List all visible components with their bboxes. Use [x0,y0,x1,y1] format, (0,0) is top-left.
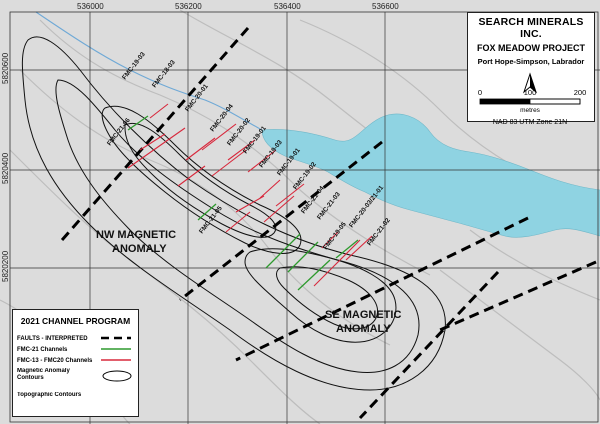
scale-bar [479,98,581,105]
projection-label: NAD 83 UTM Zone 21N [493,119,567,126]
legend-items: FAULTS - INTERPRETED FMC-21 Channels FMC… [17,336,132,398]
stream [35,11,263,131]
legend-faults-label: FAULTS - INTERPRETED [17,336,88,342]
northing-label-1: 5820600 [1,52,10,84]
north-arrow-icon [522,72,538,94]
faults-interpreted [60,27,597,420]
lake [261,113,600,238]
scale-tick-200: 200 [574,88,587,97]
scale-tick-0: 0 [478,88,482,97]
company-name: SEARCH MINERALS INC. [478,16,584,40]
scale-and-north: 0 100 200 metres NAD 83 UTM Zone 21N [478,72,587,126]
legend-fmc13-label: FMC-13 - FMC20 Channels [17,358,93,364]
project-name: FOX MEADOW PROJECT [476,43,585,53]
legend-magnetic-wrap: Magnetic Anomaly Contours [17,368,70,381]
legend-title: 2021 CHANNEL PROGRAM [20,316,131,326]
northing-label-2: 5820400 [1,152,10,184]
easting-label-4: 536600 [372,2,399,11]
project-location: Port Hope-Simpson, Labrador [477,57,585,66]
easting-label-3: 536400 [274,2,301,11]
fmc21-channels [127,115,359,291]
scale-unit: metres [520,107,541,114]
legend-magnetic-swatch [102,370,132,382]
fmc13-20-channels [127,103,373,287]
easting-label-1: 536000 [77,2,104,11]
nw-anomaly-label-line2: ANOMALY [112,243,167,255]
legend-topographic-label: Topographic Contours [17,392,82,398]
se-anomaly-label-line1: SE MAGNETIC [325,309,401,321]
se-anomaly-label-line2: ANOMALY [336,323,391,335]
map-frame [9,11,599,423]
nw-anomaly-label-line1: NW MAGNETIC [96,229,176,241]
legend-topographic-wrap: Topographic Contours [17,392,82,398]
legend-fmc21-label: FMC-21 Channels [17,347,68,353]
easting-label-2: 536200 [175,2,202,11]
legend-magnetic-label: Magnetic Anomaly Contours [17,368,70,381]
legend: 2021 CHANNEL PROGRAM FAULTS - INTERPRETE… [12,309,139,417]
scale-tick-100: 100 [524,88,537,97]
title-block: SEARCH MINERALS INC. FOX MEADOW PROJECT … [467,12,595,126]
northing-label-3: 5820200 [1,250,10,282]
